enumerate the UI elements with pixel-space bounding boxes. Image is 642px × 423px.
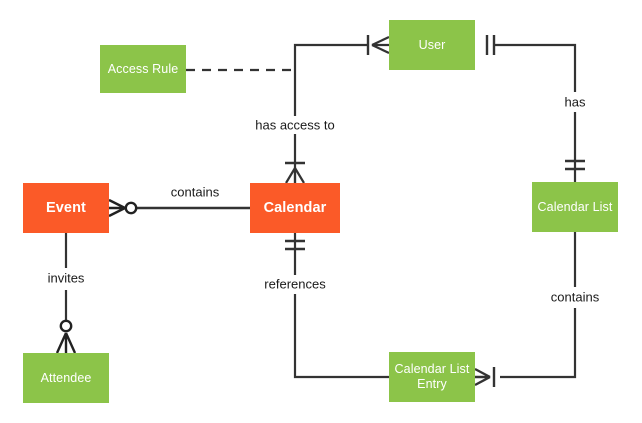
entity-calendar[interactable]: Calendar — [250, 183, 340, 233]
marker-circle-event-contains — [124, 201, 138, 215]
entity-event[interactable]: Event — [23, 183, 109, 233]
connector-calendar-references-entry-lower — [293, 294, 389, 379]
marker-crowsfoot-attendee — [55, 332, 77, 354]
entity-calendar-label: Calendar — [263, 199, 327, 216]
edge-label-has-access-to: has access to — [251, 116, 339, 134]
marker-circle-attendee — [59, 319, 73, 333]
marker-crowsfoot-event-contains — [108, 198, 126, 218]
entity-attendee[interactable]: Attendee — [23, 353, 109, 403]
entity-attendee-label: Attendee — [40, 370, 92, 385]
marker-crowsfoot-entry-contains — [474, 367, 491, 387]
entity-user-label: User — [418, 37, 446, 52]
edge-label-contains-entry: contains — [546, 288, 604, 306]
entity-calendar-list-label: Calendar List — [537, 199, 613, 214]
entity-calendar-list[interactable]: Calendar List — [532, 182, 618, 232]
edge-label-invites: invites — [43, 269, 89, 287]
entity-user[interactable]: User — [389, 20, 475, 70]
marker-crowsfoot-user-access — [371, 36, 390, 54]
entity-access-rule[interactable]: Access Rule — [100, 45, 186, 93]
connector-user-has-calendar-list — [494, 43, 577, 92]
edge-label-has: has — [560, 93, 590, 111]
entity-calendar-list-entry[interactable]: Calendar List Entry — [389, 352, 475, 402]
edge-label-contains-calendar: contains — [166, 183, 224, 201]
entity-event-label: Event — [46, 199, 86, 216]
entity-access-rule-label: Access Rule — [107, 61, 179, 76]
entity-calendar-list-entry-label: Calendar List Entry — [394, 362, 470, 391]
connector-calendar-list-contains-entry-lower — [500, 308, 577, 379]
connector-user-has-access-to-calendar — [293, 43, 368, 116]
marker-crowsfoot-calendar-access — [285, 167, 305, 184]
edge-label-references: references — [260, 275, 330, 293]
